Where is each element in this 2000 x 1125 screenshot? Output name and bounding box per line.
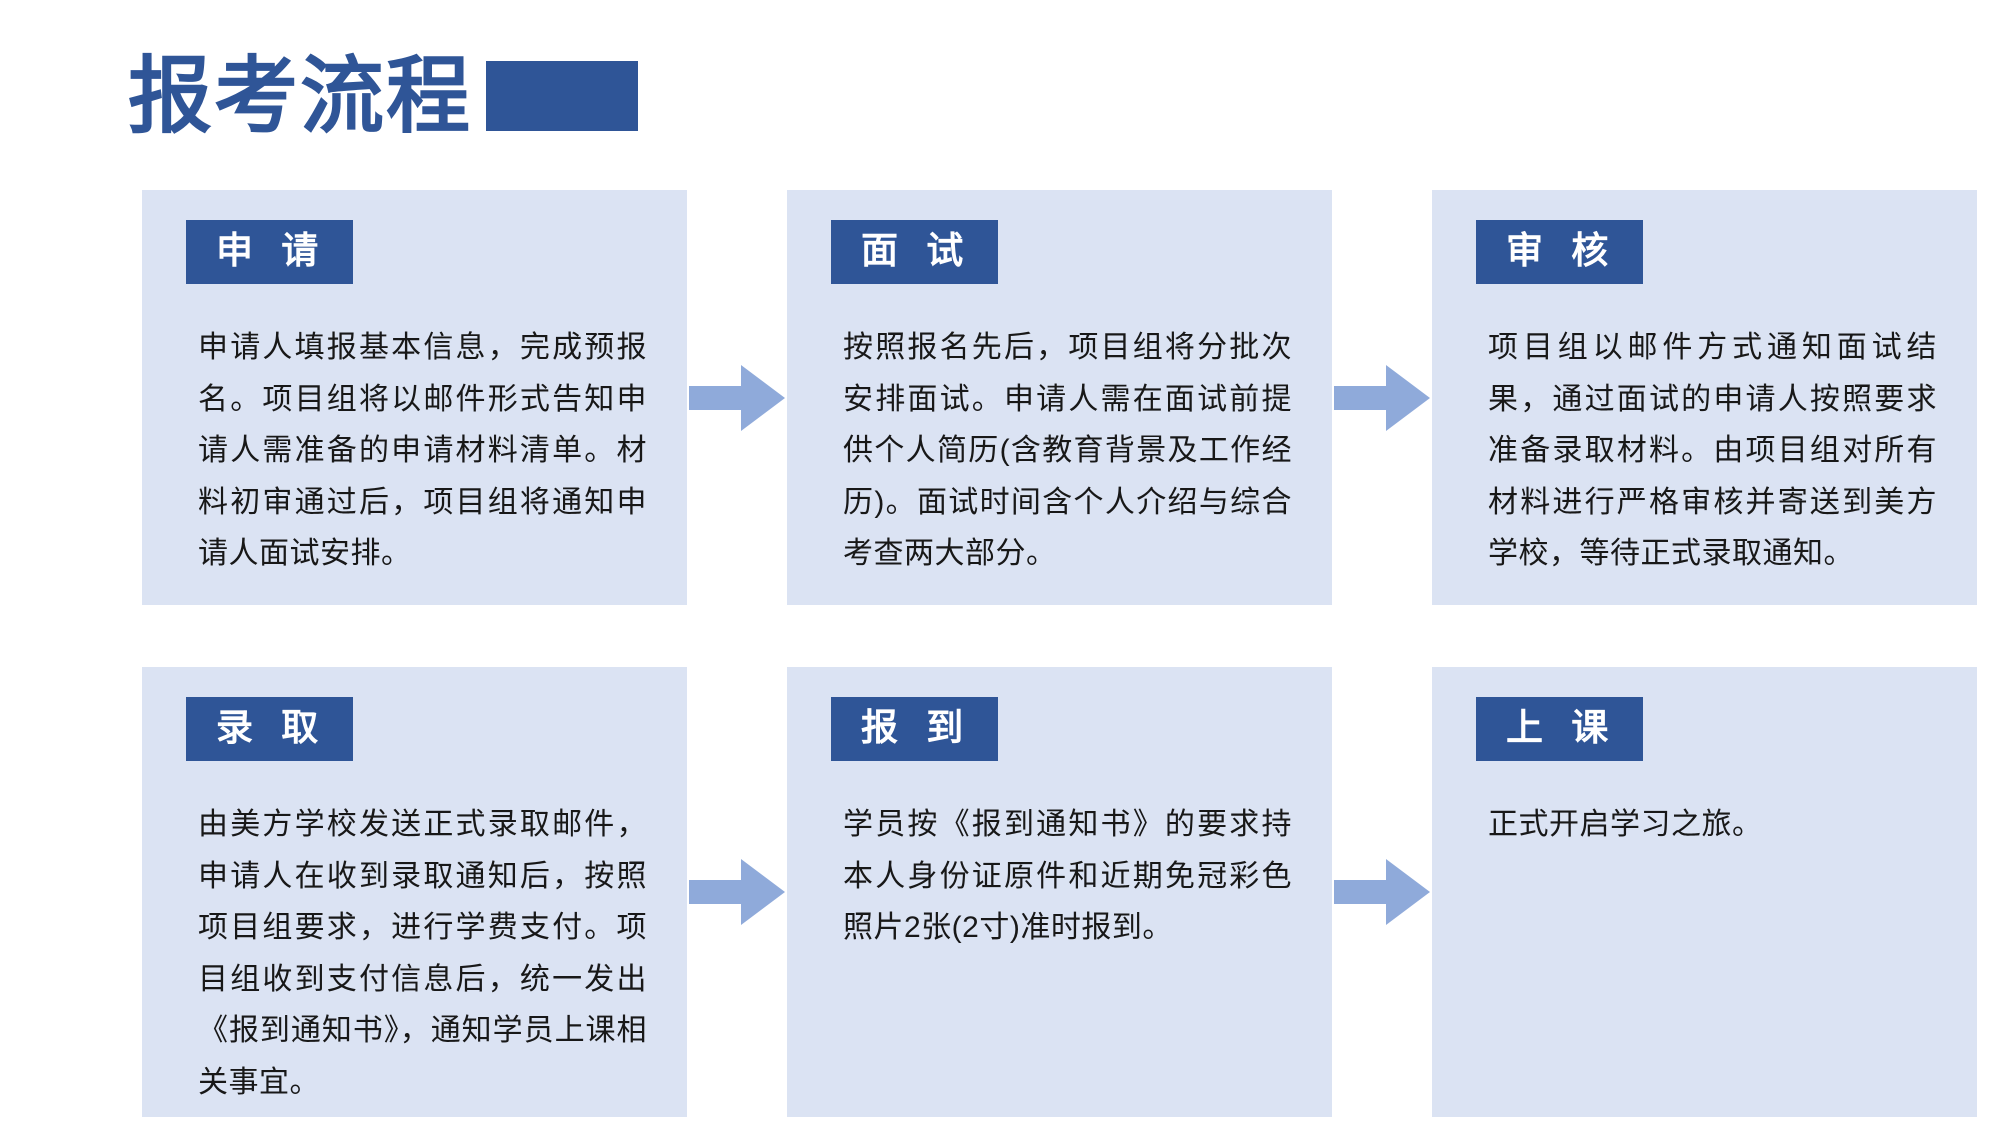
page-header: 报考流程 [128,49,639,143]
connector-2 [1332,190,1432,605]
row-spacer [787,605,1332,667]
arrow-right-icon [1334,364,1430,431]
step-card-3[interactable]: 审 核 项目组以邮件方式通知面试结果，通过面试的申请人按照要求准备录取材料。由项… [1432,190,1977,605]
arrow-right-icon [1334,859,1430,925]
step-body-1: 申请人填报基本信息，完成预报名。项目组将以邮件形式告知申请人需准备的申请材料清单… [198,330,647,571]
step-body-5: 学员按《报到通知书》的要求持本人身份证原件和近期免冠彩色照片2张(2寸)准时报到… [843,807,1292,945]
row-spacer [1332,605,1432,667]
step-body-4: 由美方学校发送正式录取邮件，申请人在收到录取通知后，按照项目组要求，进行学费支付… [198,807,647,1099]
process-grid: 申 请 申请人填报基本信息，完成预报名。项目组将以邮件形式告知申请人需准备的申请… [142,190,1977,1117]
step-card-2[interactable]: 面 试 按照报名先后，项目组将分批次安排面试。申请人需在面试前提供个人简历(含教… [787,190,1332,605]
step-badge-5: 报 到 [831,697,999,761]
step-badge-1: 申 请 [186,220,354,284]
row-spacer [142,605,687,667]
step-body-2: 按照报名先后，项目组将分批次安排面试。申请人需在面试前提供个人简历(含教育背景及… [843,330,1292,571]
connector-4 [1332,667,1432,1117]
title-accent-block [486,61,639,132]
step-body-6: 正式开启学习之旅。 [1488,807,1763,841]
row-spacer [687,605,787,667]
step-badge-4: 录 取 [186,697,354,761]
step-card-4[interactable]: 录 取 由美方学校发送正式录取邮件，申请人在收到录取通知后，按照项目组要求，进行… [142,667,687,1117]
step-card-1[interactable]: 申 请 申请人填报基本信息，完成预报名。项目组将以邮件形式告知申请人需准备的申请… [142,190,687,605]
step-card-6[interactable]: 上 课 正式开启学习之旅。 [1432,667,1977,1117]
row-spacer [1432,605,1977,667]
connector-1 [687,190,787,605]
step-body-3: 项目组以邮件方式通知面试结果，通过面试的申请人按照要求准备录取材料。由项目组对所… [1488,330,1937,571]
step-badge-3: 审 核 [1476,220,1644,284]
arrow-right-icon [689,364,785,431]
connector-3 [687,667,787,1117]
step-card-5[interactable]: 报 到 学员按《报到通知书》的要求持本人身份证原件和近期免冠彩色照片2张(2寸)… [787,667,1332,1117]
step-badge-6: 上 课 [1476,697,1644,761]
step-badge-2: 面 试 [831,220,999,284]
page-title: 报考流程 [128,49,473,143]
arrow-right-icon [689,859,785,925]
